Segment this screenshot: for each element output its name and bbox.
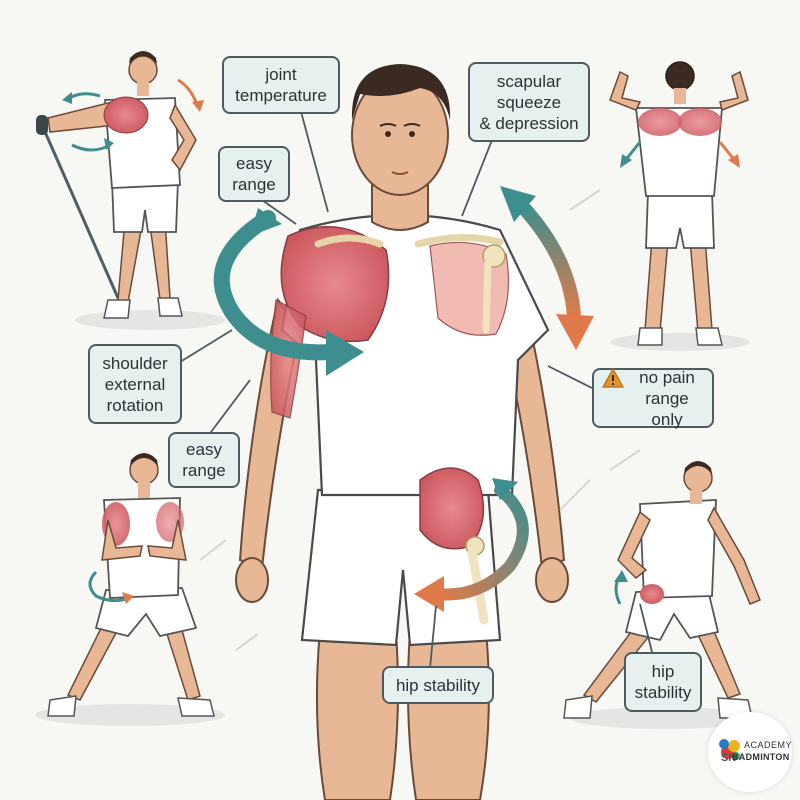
callout-scapular: scapular squeeze & depression xyxy=(468,62,590,142)
callout-shoulder-external-rotation: shoulder external rotation xyxy=(88,344,182,424)
figure-side-lunge xyxy=(563,461,761,719)
academy-logo: ACADEMY SN BADMINTON xyxy=(708,712,792,792)
callout-easy-range-top: easy range xyxy=(218,146,290,202)
hip-stability-right-label: hip stability xyxy=(634,662,692,702)
figure-lunge-rotation xyxy=(47,453,215,717)
warning-icon xyxy=(602,367,624,388)
figure-band-rotation xyxy=(36,51,204,319)
logo-line-academy: ACADEMY xyxy=(744,740,793,750)
easy-range-mid-label: easy range xyxy=(182,440,226,480)
scapular-label: scapular squeeze & depression xyxy=(479,71,579,133)
callout-easy-range-mid: easy range xyxy=(168,432,240,488)
figure-central-athlete xyxy=(235,64,569,800)
callout-hip-stability-center: hip stability xyxy=(382,666,494,704)
no-pain-label: no pain range only xyxy=(639,367,695,429)
callout-leaders xyxy=(179,107,653,669)
figure-scapular-squeeze xyxy=(609,61,749,346)
callout-hip-stability-right: hip stability xyxy=(624,652,702,712)
logo-line-badminton: BADMINTON xyxy=(732,752,790,762)
double-arrow-icon xyxy=(500,186,594,350)
joint-temperature-label: joint temperature xyxy=(235,65,327,105)
easy-range-top-label: easy range xyxy=(232,154,276,194)
shoulder-external-rotation-label: shoulder external rotation xyxy=(102,353,168,415)
callout-no-pain: no pain range only xyxy=(592,367,714,429)
callout-joint-temperature: joint temperature xyxy=(222,56,340,114)
hip-rotation-arrow-icon xyxy=(414,478,529,612)
hip-stability-center-label: hip stability xyxy=(395,675,481,695)
motion-lines xyxy=(199,189,641,651)
rotation-arrow-icon xyxy=(213,208,364,376)
logo-mark: SN xyxy=(721,752,737,764)
shuttlecock-logo-icon xyxy=(719,739,740,760)
